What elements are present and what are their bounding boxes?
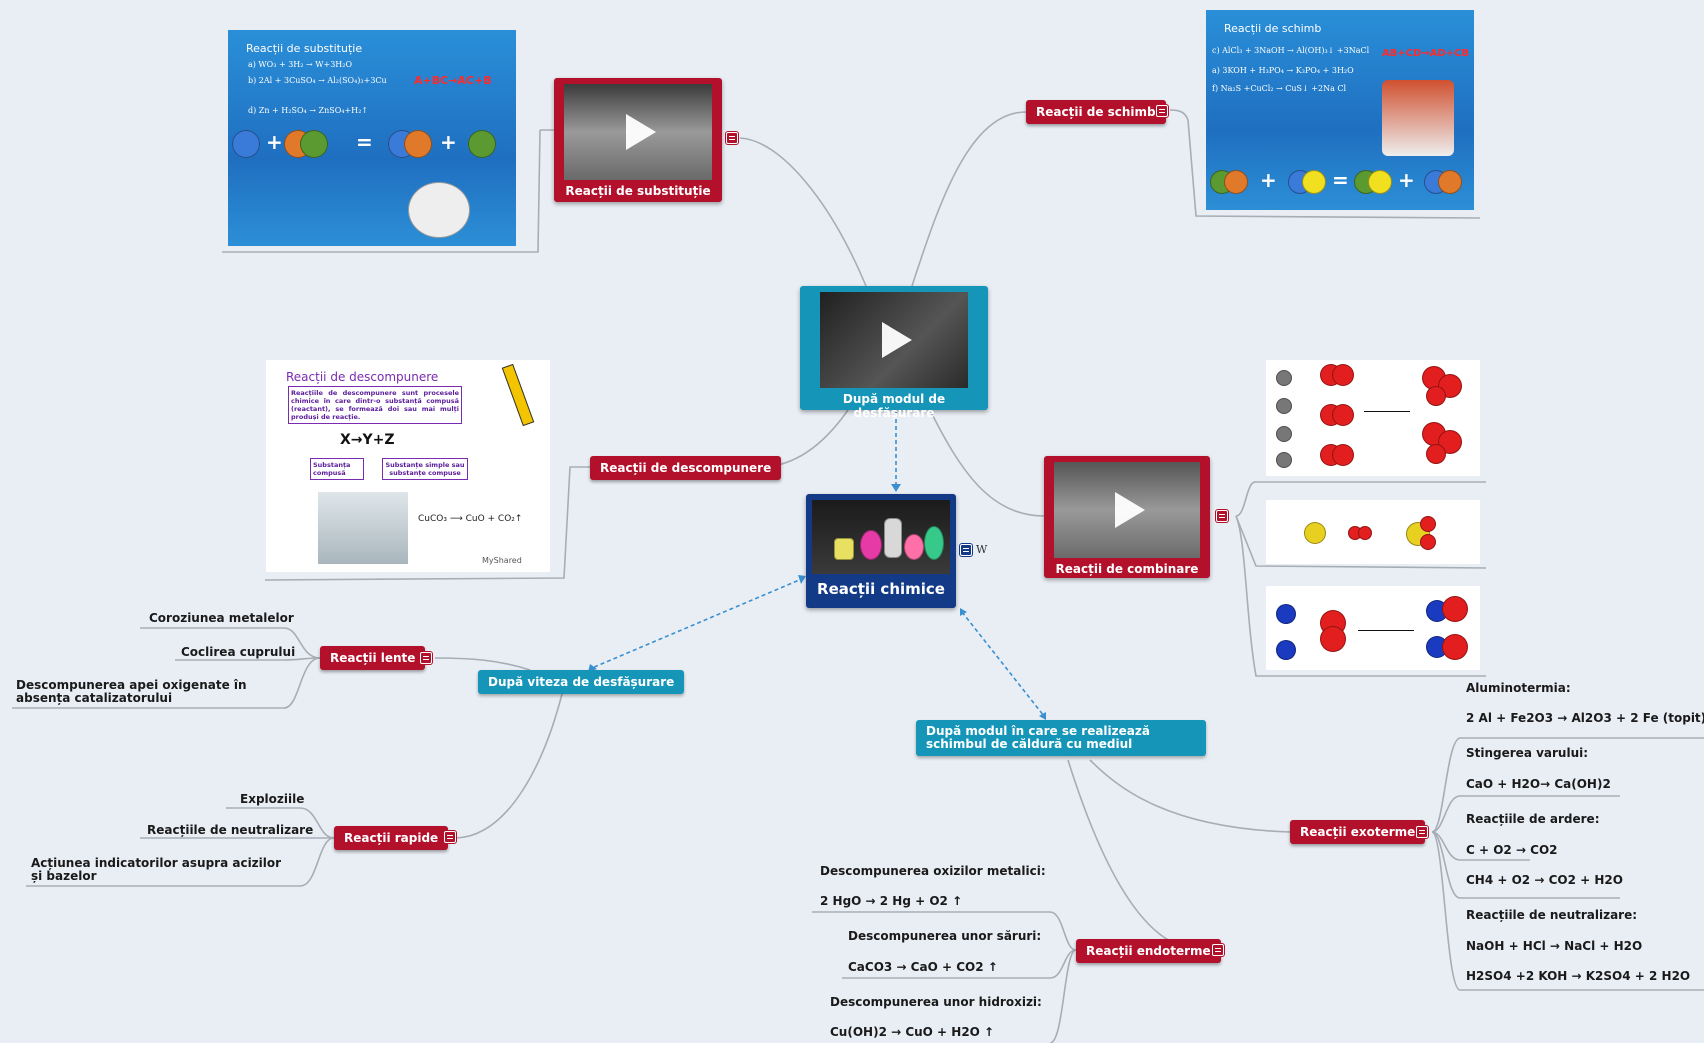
endoterme-item: CaCO3 → CaO + CO2 ↑ xyxy=(848,960,998,974)
node-schimb[interactable]: Reacții de schimb xyxy=(1026,100,1166,124)
slide-title: Reacții de schimb xyxy=(1224,22,1322,35)
arrow-icon xyxy=(1358,630,1414,631)
node-endoterme[interactable]: Reacții endoterme xyxy=(1076,939,1221,963)
atom xyxy=(468,130,496,158)
slide-line: a) 3KOH + H₃PO₄ → K₃PO₄ + 3H₂O xyxy=(1212,66,1354,75)
slide-line: c) AlCl₃ + 3NaOH → Al(OH)₃↓ +3NaCl xyxy=(1212,46,1370,55)
exoterme-item: C + O2 → CO2 xyxy=(1466,843,1558,857)
slide-substitutie: Reacții de substituție a) WO₃ + 3H₂ → W+… xyxy=(228,30,516,246)
video-thumbnail xyxy=(1054,462,1200,558)
atom xyxy=(1302,170,1326,194)
play-icon[interactable] xyxy=(1115,492,1145,528)
lente-item: Descompunerea apei oxigenate în absența … xyxy=(16,678,247,705)
slide-formula: A+BC→AC+B xyxy=(414,74,492,87)
atom xyxy=(404,130,432,158)
exoterme-item: 2 Al + Fe2O3 → Al2O3 + 2 Fe (topit) xyxy=(1466,711,1704,725)
note-icon[interactable] xyxy=(1156,105,1168,117)
node-exoterme[interactable]: Reacții exoterme xyxy=(1290,820,1426,844)
endoterme-item: Descompunerea oxizilor metalici: xyxy=(820,864,1046,878)
node-combinare[interactable]: Reacții de combinare xyxy=(1044,456,1210,578)
atom xyxy=(1368,170,1392,194)
slide-box-left: Substanța compusă xyxy=(310,458,364,480)
branch-mod-desfasurare[interactable]: După modul de desfășurare xyxy=(800,286,988,420)
atom xyxy=(1438,170,1462,194)
play-icon[interactable] xyxy=(626,114,656,150)
central-topic[interactable]: Reacții chimice xyxy=(806,494,956,608)
exoterme-item: Reacțiile de neutralizare: xyxy=(1466,908,1638,922)
slide-line: a) WO₃ + 3H₂ → W+3H₂O xyxy=(248,60,353,69)
slide-descompunere: Reacții de descompunere Reacțiile de des… xyxy=(266,360,550,572)
slide-title: Reacții de substituție xyxy=(246,42,363,55)
note-icon[interactable] xyxy=(444,831,456,843)
atom xyxy=(1224,170,1248,194)
slide-line: b) 2Al + 3CuSO₄ → Al₂(SO₄)₃+3Cu xyxy=(248,76,387,85)
arrow-icon xyxy=(1364,411,1410,412)
lente-item: Coroziunea metalelor xyxy=(149,611,294,625)
slide-schimb: Reacții de schimb c) AlCl₃ + 3NaOH → Al(… xyxy=(1206,10,1474,210)
slide-equation: CuCO₃ ⟶ CuO + CO₂↑ xyxy=(418,514,523,524)
exoterme-item: NaOH + HCl → NaCl + H2O xyxy=(1466,939,1643,953)
endoterme-item: Descompunerea unor hidroxizi: xyxy=(830,995,1042,1009)
branch-caldura[interactable]: După modul în care se realizează schimbu… xyxy=(916,720,1206,756)
flask-image xyxy=(408,182,470,238)
play-icon[interactable] xyxy=(882,322,912,358)
molecule-slide-1 xyxy=(1266,360,1480,476)
atom xyxy=(300,130,328,158)
slide-definition: Reacțiile de descompunere sunt procesele… xyxy=(288,386,462,424)
exoterme-item: CH4 + O2 → CO2 + H2O xyxy=(1466,873,1623,887)
exoterme-item: Aluminotermia: xyxy=(1466,681,1571,695)
endoterme-item: 2 HgO → 2 Hg + O2 ↑ xyxy=(820,894,963,908)
exoterme-item: Stingerea varului: xyxy=(1466,746,1589,760)
endoterme-item: Descompunerea unor săruri: xyxy=(848,929,1042,943)
slide-box-right: Substanțe simple sau substanțe compuse xyxy=(382,458,468,480)
molecule-slide-2 xyxy=(1266,500,1480,564)
rapide-item: Acțiunea indicatorilor asupra acizilor ș… xyxy=(31,856,282,883)
rapide-item: Exploziile xyxy=(240,792,305,806)
endoterme-item: Cu(OH)2 → CuO + H2O ↑ xyxy=(830,1025,995,1039)
exoterme-item: CaO + H2O→ Ca(OH)2 xyxy=(1466,777,1611,791)
node-lente[interactable]: Reacții lente xyxy=(320,646,426,670)
rapide-item: Reacțiile de neutralizare xyxy=(147,823,314,837)
beaker-image xyxy=(1382,80,1454,156)
lente-item: Coclirea cuprului xyxy=(181,645,296,659)
node-label: Reacții de substituție xyxy=(565,184,711,198)
test-tubes-image xyxy=(318,492,408,564)
slide-line: d) Zn + H₂SO₄ → ZnSO₄+H₂↑ xyxy=(248,106,369,115)
pencil-icon xyxy=(501,363,535,427)
node-label: Reacții de combinare xyxy=(1055,562,1199,576)
video-thumbnail xyxy=(820,292,968,388)
note-icon[interactable] xyxy=(420,652,432,664)
exoterme-item: Reacțiile de ardere: xyxy=(1466,812,1600,826)
note-icon[interactable] xyxy=(1216,510,1228,522)
note-icon[interactable] xyxy=(726,132,738,144)
slide-line: f) Na₂S +CuCl₂ → CuS↓ +2Na Cl xyxy=(1212,84,1347,93)
node-substitutie[interactable]: Reacții de substituție xyxy=(554,78,722,202)
video-thumbnail xyxy=(564,84,712,180)
note-icon[interactable] xyxy=(1212,944,1224,956)
slide-title: Reacții de descompunere xyxy=(286,370,439,384)
slide-credit: MyShared xyxy=(482,556,522,565)
exoterme-item: H2SO4 +2 KOH → K2SO4 + 2 H2O xyxy=(1466,969,1691,983)
flasks-thumbnail xyxy=(812,500,950,574)
note-icon[interactable] xyxy=(1416,826,1428,838)
node-descompunere[interactable]: Reacții de descompunere xyxy=(590,456,782,480)
branch-viteza[interactable]: După viteza de desfășurare xyxy=(478,670,685,694)
w-marker: W xyxy=(976,543,988,556)
central-title: Reacții chimice xyxy=(817,580,945,598)
molecule-slide-3 xyxy=(1266,586,1480,670)
node-rapide[interactable]: Reacții rapide xyxy=(334,826,449,850)
branch-label: După modul de desfășurare xyxy=(842,392,946,420)
note-icon[interactable] xyxy=(960,544,972,556)
slide-scheme: X→Y+Z xyxy=(340,432,395,448)
atom xyxy=(232,130,260,158)
slide-formula: AB+CD→AD+CB xyxy=(1382,48,1470,59)
